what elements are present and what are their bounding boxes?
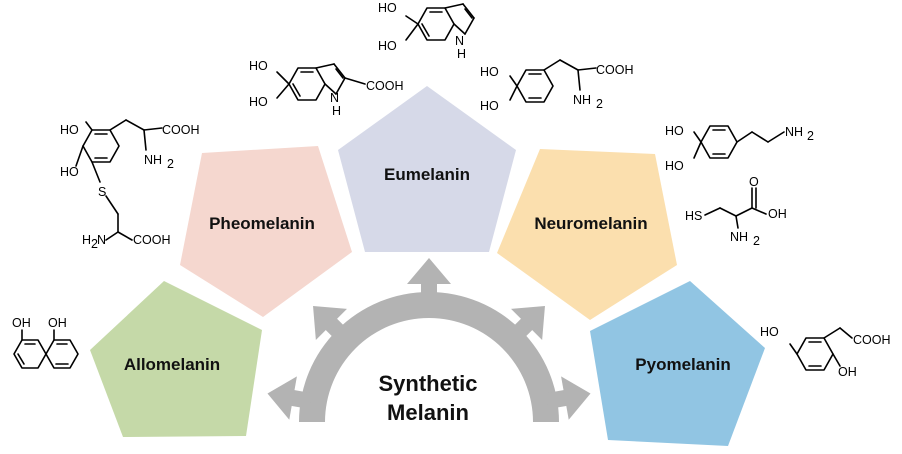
chem-label: N [97,233,106,247]
pentagon-neuromelanin-label: Neuromelanin [534,214,647,233]
arrow-up [407,258,451,302]
chem-label: HS [685,209,702,223]
structure-cysteine: HS O OH NH 2 [685,175,787,248]
pentagon-allomelanin: Allomelanin [90,281,262,437]
structure-dopa: HO HO COOH NH 2 [480,59,634,113]
chem-label: OH [838,365,857,379]
pentagon-pyomelanin-label: Pyomelanin [635,355,730,374]
chem-label: COOH [596,63,634,77]
pentagon-pheomelanin-shape [180,146,352,317]
pentagon-eumelanin: Eumelanin [338,86,516,252]
chem-label: N [330,91,339,105]
pentagon-allomelanin-label: Allomelanin [124,355,220,374]
chem-label: COOH [366,79,404,93]
pentagon-eumelanin-shape [338,86,516,252]
chem-label: NH [144,153,162,167]
chem-label: HO [378,1,397,15]
arrow-up-left [313,306,350,343]
chem-label: HO [760,325,779,339]
chem-label: HO [665,159,684,173]
chem-label: OH [48,316,67,330]
chem-label: HO [480,65,499,79]
pentagon-eumelanin-label: Eumelanin [384,165,470,184]
chem-label: HO [378,39,397,53]
chem-label: NH [573,93,591,107]
chem-label: HO [249,59,268,73]
chem-label: H [82,233,91,247]
chem-label: HO [249,95,268,109]
chem-label: NH [785,125,803,139]
chem-label: 2 [91,237,98,251]
center-label-line1: Synthetic [378,371,477,396]
chem-label: COOH [162,123,200,137]
center-label-line2: Melanin [387,400,469,425]
chem-label: 2 [807,129,814,143]
chem-label: COOH [853,333,891,347]
arrow-right [545,376,591,420]
chem-label: H [457,47,466,61]
chem-label: 2 [753,234,760,248]
chem-label: S [98,185,106,199]
pentagon-pyomelanin-shape [590,281,765,446]
pentagon-pheomelanin: Pheomelanin [180,146,352,317]
chem-label: HO [60,165,79,179]
chem-label: 2 [596,97,603,111]
chem-label: OH [12,316,31,330]
structure-dopamine: HO HO NH 2 [665,124,814,173]
structure-dihydroxynaphthalene: OH OH [12,316,79,369]
structure-homogentisic-acid: HO COOH OH [760,325,891,379]
hub-arc [299,292,559,422]
arrow-up-right [508,306,545,343]
chem-label: O [749,175,759,189]
chem-label: N [455,34,464,48]
pentagon-allomelanin-shape [90,281,262,437]
chem-label: H [332,104,341,118]
chem-label: 2 [167,157,174,171]
structure-dhica: HO HO N H COOH [249,59,404,118]
chem-label: NH [730,230,748,244]
chem-label: COOH [133,233,171,247]
synthetic-melanin-hub: Synthetic Melanin [267,258,591,425]
pentagon-neuromelanin: Neuromelanin [497,149,677,320]
pentagon-neuromelanin-shape [497,149,677,320]
structure-dihydroxyindole: HO HO N H [378,1,475,61]
arrow-left [267,376,313,420]
structure-cysteinyldopa: HO HO COOH NH 2 S H 2 N COOH [60,119,200,251]
chem-label: HO [480,99,499,113]
pentagon-pyomelanin: Pyomelanin [590,281,765,446]
pentagon-pheomelanin-label: Pheomelanin [209,214,315,233]
chem-label: HO [60,123,79,137]
chem-label: OH [768,207,787,221]
chem-label: HO [665,124,684,138]
